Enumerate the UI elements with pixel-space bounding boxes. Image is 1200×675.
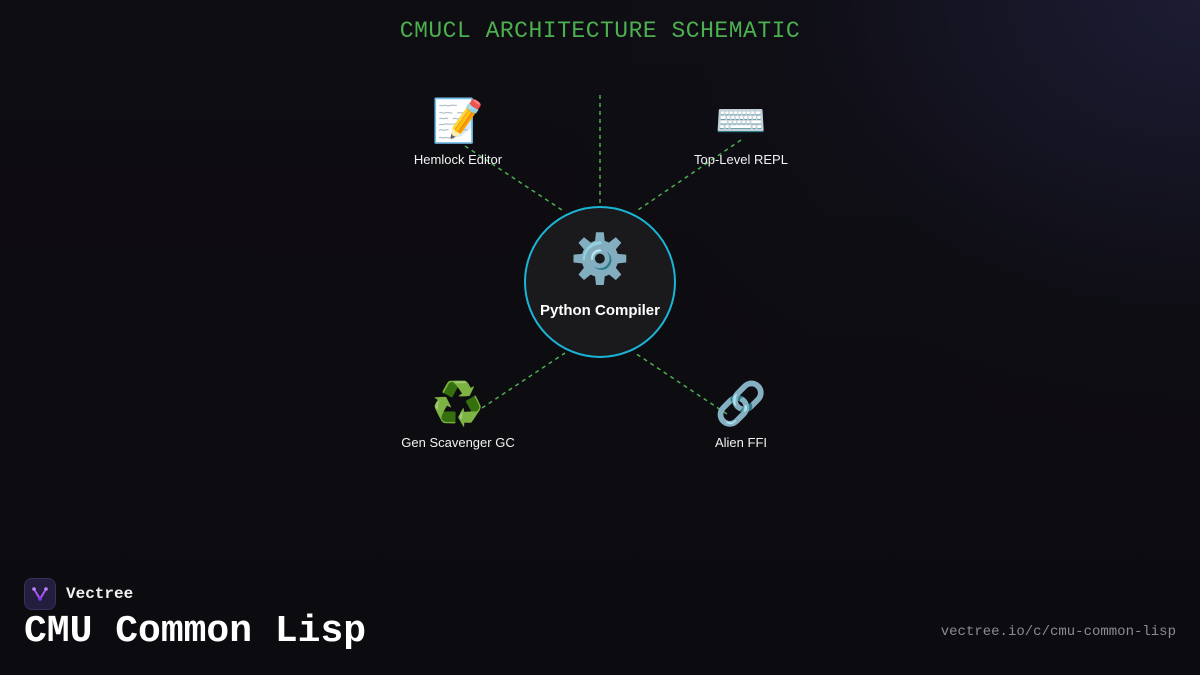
link-icon: 🔗	[714, 380, 768, 427]
hub-python-compiler: ⚙️ Python Compiler	[524, 206, 676, 358]
node-gen-scavenger-gc: ♻️ Gen Scavenger GC	[378, 379, 538, 450]
page-title: CMU Common Lisp	[24, 610, 367, 653]
node-label: Hemlock Editor	[413, 152, 503, 167]
keyboard-icon: ⌨️	[714, 97, 768, 144]
connector-hemlock	[464, 145, 566, 213]
brand[interactable]: Vectree	[24, 577, 133, 611]
connector-repl	[634, 139, 742, 213]
connector-ffi	[634, 352, 728, 415]
gear-icon: ⚙️	[570, 233, 630, 286]
vectree-logo-icon	[24, 578, 56, 610]
node-label: Gen Scavenger GC	[401, 435, 515, 450]
hub-label: Python Compiler	[539, 302, 660, 319]
connector-gc	[481, 352, 566, 409]
recycle-icon: ♻️	[431, 380, 485, 427]
diagram-title: CMUCL ARCHITECTURE SCHEMATIC	[399, 18, 801, 44]
source-url[interactable]: vectree.io/c/cmu-common-lisp	[940, 624, 1176, 640]
node-hemlock-editor: 📝 Hemlock Editor	[378, 96, 538, 167]
brand-name: Vectree	[66, 585, 134, 603]
node-top-level-repl: ⌨️ Top-Level REPL	[661, 96, 821, 167]
memo-icon: 📝	[431, 97, 485, 144]
node-label: Top-Level REPL	[694, 152, 788, 167]
node-label: Alien FFI	[714, 435, 767, 450]
node-alien-ffi: 🔗 Alien FFI	[661, 379, 821, 450]
